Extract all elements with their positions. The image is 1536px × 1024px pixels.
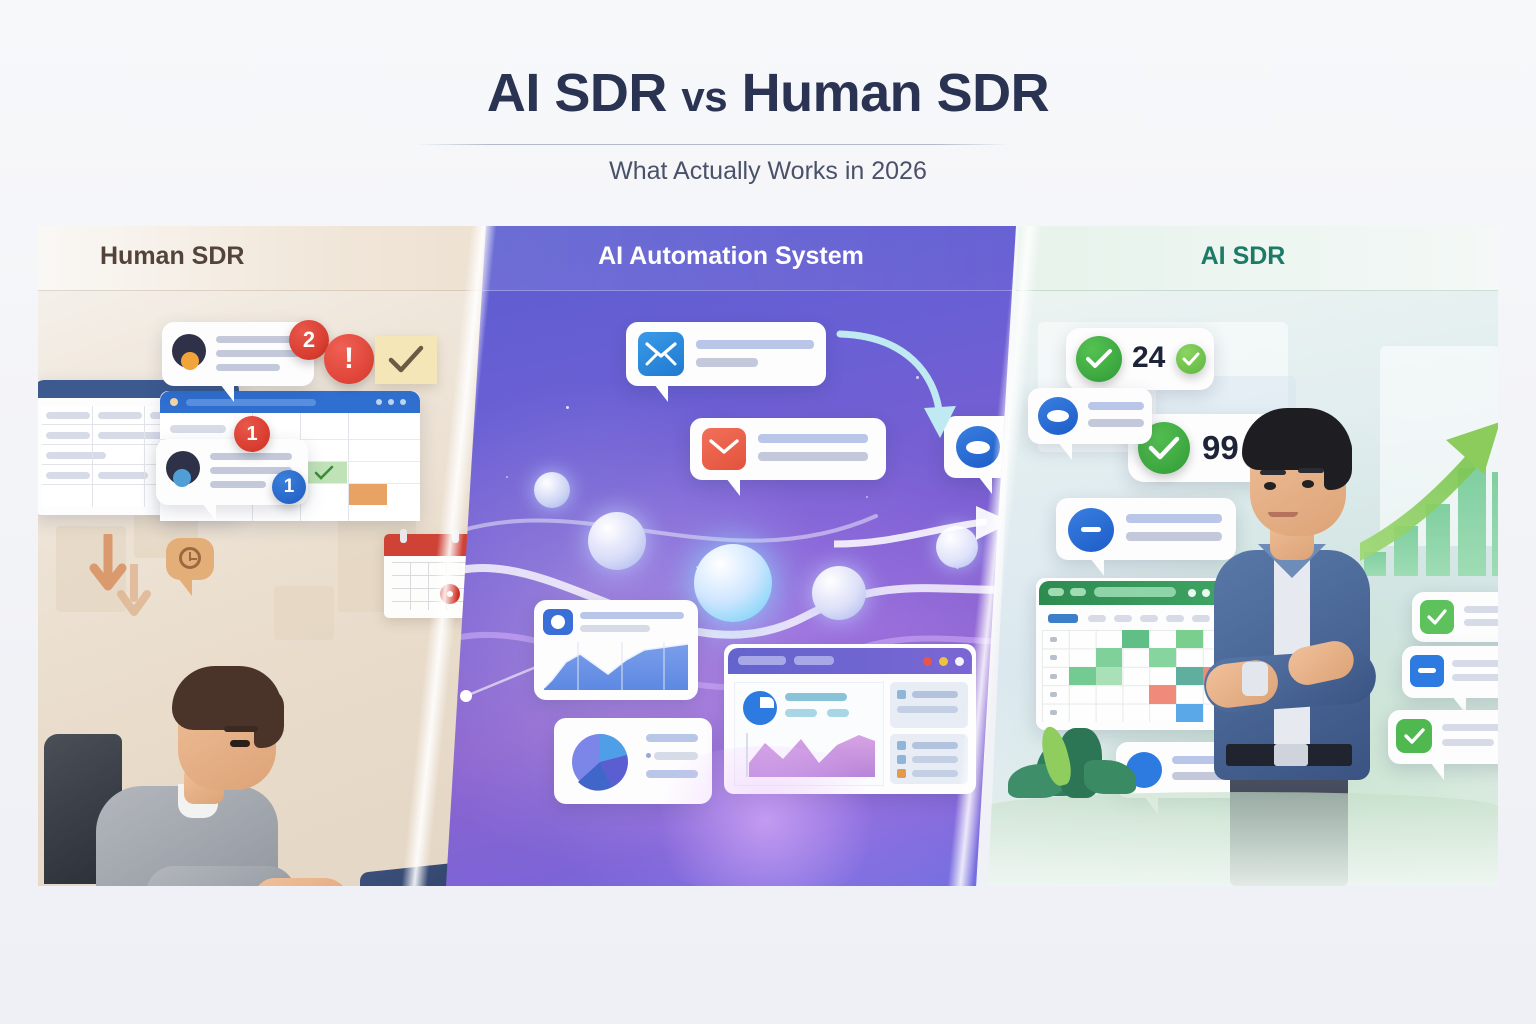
column-header-ai-sdr: AI SDR	[1200, 242, 1286, 270]
column-header-human-sdr: Human SDR	[100, 242, 245, 270]
header: AI SDR vs Human SDR What Actually Works …	[0, 0, 1536, 212]
envelope-icon	[638, 332, 684, 376]
email-card-blue[interactable]	[626, 322, 826, 402]
sticky-note-check	[375, 336, 437, 384]
envelope-icon	[702, 428, 746, 470]
clock-bubble	[166, 538, 214, 596]
wristwatch	[1242, 662, 1268, 696]
chart-icon	[543, 609, 573, 635]
column-ai-automation-system: AI Automation System	[446, 226, 1016, 886]
check-icon	[1396, 719, 1432, 753]
area-chart	[544, 642, 688, 690]
dashboard-window[interactable]	[724, 644, 976, 794]
view-icon	[1038, 397, 1078, 435]
wall-calendar	[384, 529, 476, 618]
glow-node-large	[694, 544, 772, 622]
notification-badge-2: 2	[289, 320, 329, 360]
check-icon	[1420, 600, 1454, 634]
check-circle-icon	[1076, 336, 1122, 382]
success-badge-24: 24	[1066, 328, 1214, 390]
check-icon	[314, 465, 334, 480]
reply-card-blue[interactable]	[1028, 388, 1152, 460]
title-divider	[416, 144, 1010, 145]
chat-card-blue-dot[interactable]	[1056, 498, 1236, 576]
starfield	[866, 496, 868, 498]
message-icon	[1068, 508, 1114, 552]
belt-buckle	[1274, 744, 1308, 766]
growth-bar-chart	[1348, 404, 1498, 584]
notification-badge-1b: 1	[272, 470, 306, 504]
dashboard-pie-widget	[743, 691, 777, 725]
down-arrow-icon	[89, 534, 127, 591]
chat-card-check-bottom[interactable]	[1388, 710, 1498, 780]
title-part-human-sdr: Human SDR	[741, 63, 1050, 123]
column-header-band	[446, 226, 1016, 291]
analytics-card-pie-chart[interactable]	[554, 718, 712, 804]
down-arrow-icon	[117, 564, 151, 616]
starfield	[566, 406, 569, 409]
check-icon	[388, 345, 424, 373]
column-ai-sdr: 24 99	[988, 226, 1498, 886]
flow-arrow-right-icon	[834, 506, 1012, 548]
page-subtitle: What Actually Works in 2026	[609, 157, 927, 185]
title-part-ai-sdr: AI SDR	[486, 63, 668, 123]
comparison-stage: 2 1 1 !	[38, 226, 1498, 886]
success-count: 24	[1132, 341, 1166, 374]
glow-node-small	[534, 472, 570, 508]
wall-note	[274, 586, 334, 640]
bottom-glow	[626, 746, 906, 886]
check-circle-icon	[1176, 344, 1206, 374]
alert-badge: !	[324, 334, 374, 384]
column-header-ai-automation: AI Automation System	[598, 242, 864, 270]
starfield	[506, 476, 508, 478]
floor	[988, 792, 1498, 886]
analytics-card-area-chart[interactable]	[534, 600, 698, 700]
curved-arrow-down-icon	[836, 330, 956, 438]
success-count: 99	[1202, 429, 1239, 466]
page-title: AI SDR vs Human SDR	[0, 62, 1536, 124]
column-header-band	[988, 226, 1498, 291]
starfield	[916, 376, 919, 379]
glow-node-small	[588, 512, 646, 570]
message-icon	[1410, 655, 1444, 687]
calendar-window[interactable]	[1036, 578, 1236, 730]
title-vs: vs	[681, 73, 728, 120]
email-card-red[interactable]	[690, 418, 886, 496]
notification-badge-1a: 1	[234, 416, 270, 452]
pie-chart	[572, 734, 628, 791]
contact-card-popup-top[interactable]	[162, 322, 314, 402]
glow-node-small	[812, 566, 866, 620]
chat-card-check-top[interactable]	[1412, 592, 1498, 642]
chat-card-blue-mid[interactable]	[1402, 646, 1498, 714]
